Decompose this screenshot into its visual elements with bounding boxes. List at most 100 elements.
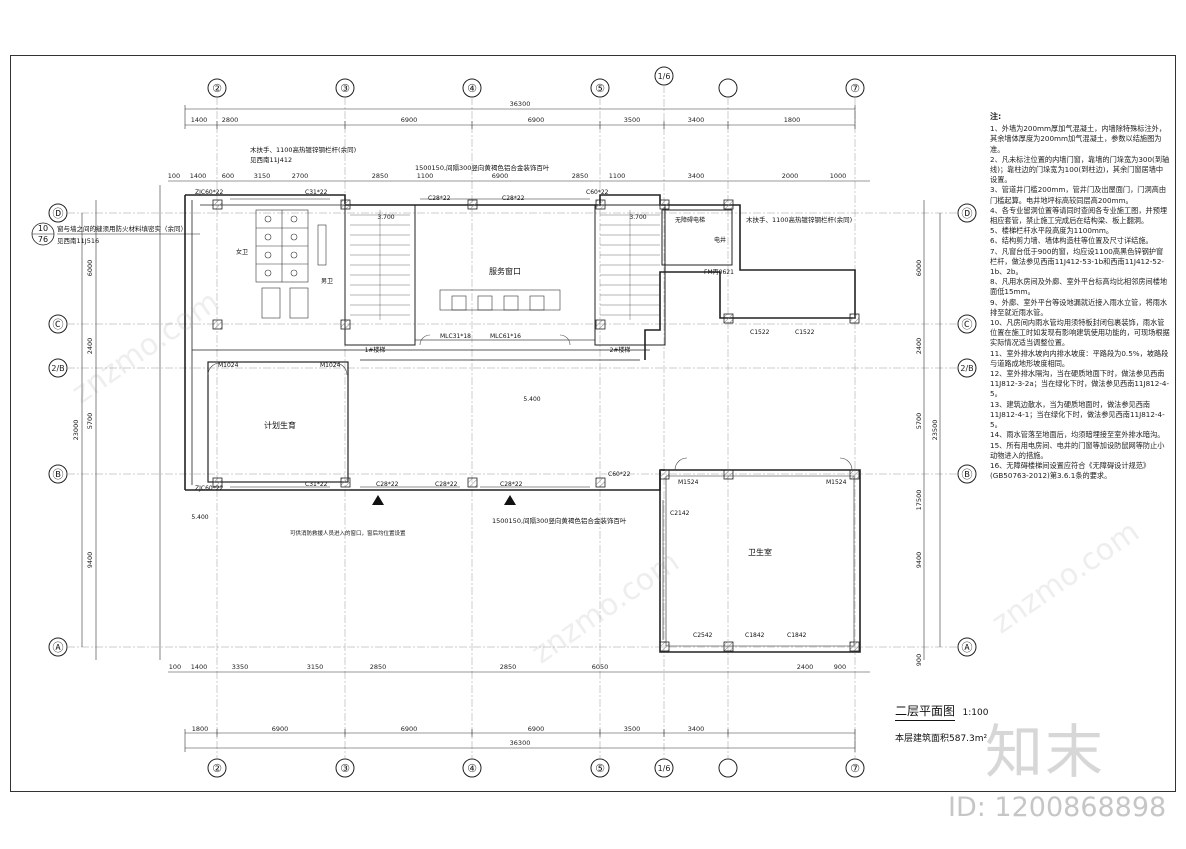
dim-text: 100 bbox=[169, 663, 181, 671]
tag: M1524 bbox=[826, 479, 847, 486]
room-accessible-elevator: 无障碍电梯 bbox=[675, 216, 705, 224]
axis-label: Ⓒ bbox=[962, 318, 973, 331]
grid-axes bbox=[67, 85, 958, 759]
dim-text: 6900 bbox=[528, 116, 545, 124]
dim-text: 2400 bbox=[797, 663, 814, 671]
walls bbox=[184, 194, 861, 653]
service-counter bbox=[439, 289, 561, 311]
tag: C28*22 bbox=[435, 481, 458, 488]
callouts: 10 76 窗与墙之间的缝须用防火材料填密实（余同） 见西南11J516 木扶手… bbox=[31, 145, 852, 537]
dim-text: 2800 bbox=[222, 116, 239, 124]
tag: C28*22 bbox=[502, 195, 525, 202]
axis-label: ③ bbox=[340, 762, 350, 775]
note-item: 3、管道井门槛200mm，管井门及出屋面门，门洞高由门槛起算。电井地坪标高较同层… bbox=[990, 185, 1167, 205]
room-labels: 服务窗口 计划生育 卫生室 1#楼梯 2#楼梯 电井 无障碍电梯 女卫 男卫 5… bbox=[191, 214, 772, 557]
tag: C1842 bbox=[745, 632, 765, 639]
dim-text: 3400 bbox=[688, 172, 705, 180]
axis-label: ④ bbox=[467, 82, 477, 95]
dim-text: 6000 bbox=[915, 260, 923, 277]
dim-text: 3150 bbox=[254, 172, 271, 180]
dim-text: 2700 bbox=[292, 172, 309, 180]
dim-text: 6900 bbox=[492, 172, 509, 180]
dim-text: 100 bbox=[168, 172, 180, 180]
tag: C60*22 bbox=[586, 189, 609, 196]
dim-text: 2000 bbox=[782, 172, 799, 180]
drawing-scale: 1:100 bbox=[962, 708, 989, 718]
axis-label: Ⓐ bbox=[962, 641, 973, 654]
dim-text: 1800 bbox=[784, 116, 801, 124]
dim-text: 3150 bbox=[307, 663, 324, 671]
axis-bubbles-bottom: ② ③ ④ ⑤ 1/6 ⑦ bbox=[207, 758, 865, 778]
tag: ZJC60*22 bbox=[195, 485, 224, 492]
dim-text: 1400 bbox=[191, 663, 208, 671]
tag: M1024 bbox=[218, 362, 239, 369]
axis-label: Ⓐ bbox=[53, 641, 64, 654]
notes-title: 注: bbox=[990, 112, 1002, 121]
axis-label: 1/6 bbox=[658, 72, 671, 81]
dim-text: 6900 bbox=[401, 725, 418, 733]
drawing-title-block: 二层平面图 1:100 本层建筑面积587.3m² bbox=[895, 702, 988, 744]
callout-text: 见西南11J412 bbox=[250, 155, 292, 164]
callout-text: 可供消防救援人员进入的窗口，窗后均位置设置 bbox=[290, 529, 406, 537]
axis-label: ⑤ bbox=[595, 762, 605, 775]
dim-text: 6900 bbox=[401, 116, 418, 124]
room-elevator-shaft: 电井 bbox=[714, 236, 726, 244]
elevation-left: 5.400 bbox=[191, 514, 208, 521]
dim-text: 3350 bbox=[232, 663, 249, 671]
room-toilet-female: 女卫 bbox=[236, 248, 248, 256]
doors bbox=[207, 334, 853, 471]
tag: C31*22 bbox=[305, 481, 328, 488]
dim-text: 900 bbox=[834, 663, 846, 671]
axis-label: 2/B bbox=[51, 364, 64, 373]
note-item: 2、凡未标注位置的内墙门窗，靠墙的门垛宽为300(到轴线)；靠柱边的门垛宽为10… bbox=[990, 154, 1170, 185]
stair-treads bbox=[350, 210, 660, 320]
axis-bubbles-top: ② ③ ④ ⑤ 1/6 ⑦ bbox=[207, 66, 865, 98]
note-item: 12、室外排水隔沟，当在硬质地面下时，做法参见西南11J812-3-2a；当在绿… bbox=[990, 369, 1170, 399]
dimension-bottom: 100 1400 3350 3150 2850 2850 6050 2400 9… bbox=[168, 663, 870, 752]
dim-text: 600 bbox=[222, 172, 234, 180]
callout-ref-num: 10 bbox=[38, 224, 48, 233]
note-item: 9、外廊、室外平台等设地漏就近接入雨水立管，将雨水排至就近雨水管。 bbox=[990, 297, 1168, 317]
design-notes: 注: 1、外墙为200mm厚加气混凝土，内墙除特殊标注外，其余墙体厚度为200m… bbox=[990, 112, 1170, 481]
axis-label: 1/6 bbox=[658, 764, 671, 773]
note-item: 10、凡房间内雨水管均用须特板封闭包裹装饰，雨水管位置在施工时如发现有影响建筑使… bbox=[990, 318, 1170, 348]
tag: FM丙0621 bbox=[704, 269, 734, 276]
tag: C1842 bbox=[787, 632, 807, 639]
callout-text: 木扶手、1100高热镀锌钢栏杆(余同) bbox=[746, 215, 852, 224]
floor-area: 本层建筑面积587.3m² bbox=[895, 734, 988, 744]
axis-label: Ⓑ bbox=[962, 468, 973, 481]
axis-label: Ⓓ bbox=[53, 207, 64, 220]
axis-label: Ⓑ bbox=[53, 468, 64, 481]
dim-text: 6900 bbox=[528, 725, 545, 733]
dim-text: 5700 bbox=[915, 413, 923, 430]
dim-text: 3400 bbox=[688, 725, 705, 733]
dim-text: 2850 bbox=[500, 663, 517, 671]
elevation-stair2: 3.700 bbox=[629, 214, 646, 221]
dim-text: 3400 bbox=[688, 116, 705, 124]
tag: C1522 bbox=[795, 329, 815, 336]
callout-text: 见西南11J516 bbox=[57, 236, 99, 245]
callout-text: 1500150,间隔300竖向黄褐色铝合金装饰百叶 bbox=[415, 163, 550, 172]
dim-text: 2400 bbox=[86, 338, 94, 355]
note-item: 8、凡用水房间及外廊、室外平台标高均比相邻房间楼地面低15mm。 bbox=[990, 277, 1168, 297]
dim-overall: 36300 bbox=[510, 739, 531, 747]
dim-text: 23000 bbox=[72, 420, 80, 441]
callout-text: 1500150,间隔300竖向黄褐色铝合金装饰百叶 bbox=[492, 516, 627, 525]
tag: C31*22 bbox=[305, 189, 328, 196]
tag: C28*22 bbox=[500, 481, 523, 488]
axis-label: ⑦ bbox=[850, 762, 860, 775]
room-stair1: 1#楼梯 bbox=[365, 346, 386, 354]
dim-text: 9400 bbox=[86, 552, 94, 569]
dim-text: 1400 bbox=[191, 116, 208, 124]
tag: MLC61*16 bbox=[490, 333, 521, 340]
dim-overall: 36300 bbox=[510, 100, 531, 108]
dim-text: 2850 bbox=[372, 172, 389, 180]
dim-text: 5700 bbox=[86, 413, 94, 430]
dimension-sides: 6000 2400 5700 23000 9400 6000 2400 5700… bbox=[72, 185, 941, 666]
axis-label: Ⓓ bbox=[962, 207, 973, 220]
dim-text: 17500 bbox=[915, 490, 923, 511]
resource-id: ID: 1200868898 bbox=[948, 792, 1167, 823]
note-item: 11、室外排水坡向内排水坡度：平路段为0.5%，坡路段与道路成地形坡度相同。 bbox=[990, 348, 1169, 368]
